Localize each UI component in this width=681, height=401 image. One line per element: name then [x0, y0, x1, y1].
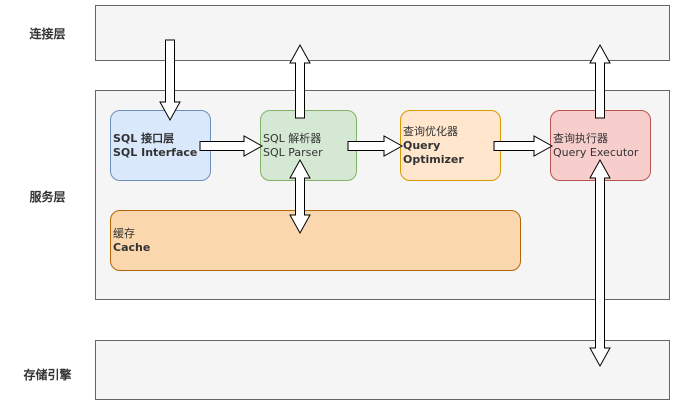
query-executor-cn: 查询执行器	[553, 131, 608, 145]
service-layer-label: 服务层	[29, 190, 66, 204]
connection-layer	[95, 5, 670, 61]
query-optimizer-en2: Optimizer	[403, 152, 464, 166]
query-optimizer-en1: Query	[403, 138, 441, 152]
arrow-connection-to-interface-icon	[159, 39, 181, 122]
sql-parser-en: SQL Parser	[263, 145, 323, 159]
query-optimizer-node: 查询优化器 Query Optimizer	[400, 110, 501, 181]
connection-layer-label: 连接层	[29, 27, 66, 41]
query-executor-en: Query Executor	[553, 145, 639, 159]
arrow-executor-storage-icon	[589, 158, 611, 368]
cache-cn: 缓存	[113, 226, 135, 240]
query-optimizer-cn: 查询优化器	[403, 124, 458, 138]
arrow-parser-cache-icon	[289, 158, 311, 235]
sql-interface-node: SQL 接口层 SQL Interface	[110, 110, 211, 181]
arrow-parser-to-optimizer-icon	[347, 135, 404, 157]
sql-interface-en: SQL Interface	[113, 145, 198, 159]
cache-node: 缓存 Cache	[110, 210, 521, 271]
cache-en: Cache	[113, 240, 151, 254]
arrow-optimizer-to-executor-icon	[493, 135, 554, 157]
arrow-interface-to-parser-icon	[199, 135, 264, 157]
arrow-executor-to-connection-icon	[589, 43, 611, 119]
arrow-parser-to-connection-icon	[289, 43, 311, 119]
storage-layer	[95, 340, 670, 400]
sql-parser-node: SQL 解析器 SQL Parser	[260, 110, 357, 181]
sql-parser-cn: SQL 解析器	[263, 131, 322, 145]
sql-interface-cn: SQL 接口层	[113, 131, 175, 145]
storage-layer-label: 存储引擎	[23, 368, 72, 382]
